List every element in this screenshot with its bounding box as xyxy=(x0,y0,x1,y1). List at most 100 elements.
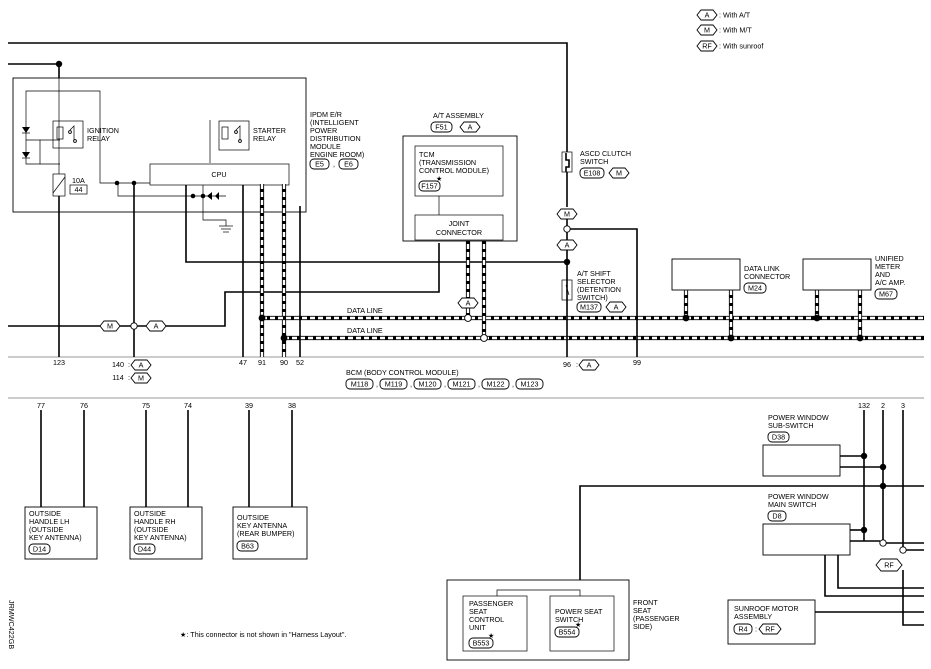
pin-96: 96 xyxy=(563,360,571,369)
connector-m67 xyxy=(874,288,898,300)
connector-d8: D8 xyxy=(772,512,781,521)
pin-2: 2 xyxy=(881,401,885,410)
svg-text::: : xyxy=(576,360,578,369)
tag-m xyxy=(99,320,121,332)
legend-tag-a-text: A xyxy=(705,11,710,20)
front-seat-label-1: FRONT xyxy=(633,598,658,607)
at-assembly-label: A/T ASSEMBLY xyxy=(433,111,484,120)
power-window-sub-switch: POWER WINDOW SUB-SWITCH D38 xyxy=(762,413,841,477)
legend-m-text: : With M/T xyxy=(719,26,752,35)
tcm-label-3: CONTROL MODULE) xyxy=(419,166,489,175)
svg-text:,: , xyxy=(444,380,446,389)
connector-note: ★: This connector is not shown in "Harne… xyxy=(180,630,346,639)
ipdm-label-3: POWER xyxy=(310,126,337,135)
pin-99: 99 xyxy=(633,358,641,367)
wire-top-bus xyxy=(8,42,568,152)
ascd-tag-text: M xyxy=(616,169,622,178)
meter-box xyxy=(802,258,872,291)
dlc-label-1: DATA LINK xyxy=(744,264,780,273)
legend-tag-rf-text: RF xyxy=(702,42,712,51)
ascd-clutch-switch: ASCD CLUTCH SWITCH E108 M xyxy=(561,149,631,179)
starter-relay-box xyxy=(218,120,250,151)
connector-e108 xyxy=(579,167,605,179)
tag-rf xyxy=(875,558,903,572)
front-seat-label-4: SIDE) xyxy=(633,622,652,631)
ascd-switch-icon xyxy=(561,151,573,173)
sunroof-label-2: ASSEMBLY xyxy=(734,612,772,621)
tag-m-right xyxy=(556,208,578,220)
ipdm-label-4: DISTRIBUTION xyxy=(310,134,361,143)
pw-main-label-1: POWER WINDOW xyxy=(768,492,829,501)
power-window-main-switch: POWER WINDOW MAIN SWITCH D8 xyxy=(762,492,851,556)
splice-point xyxy=(130,322,138,330)
starter-relay-label: STARTER xyxy=(253,126,286,135)
dlc-box xyxy=(671,258,741,291)
antenna-lh: OUTSIDE HANDLE LH (OUTSIDE KEY ANTENNA) … xyxy=(24,506,98,560)
antenna-lh-label-1: OUTSIDE xyxy=(29,509,61,518)
antenna-lh-label-4: KEY ANTENNA) xyxy=(29,533,82,542)
pin-114-tag: M xyxy=(138,374,144,383)
wire-99 xyxy=(570,228,638,357)
connector-f157-text: F157 xyxy=(421,182,437,191)
pw-sub-label-1: POWER WINDOW xyxy=(768,413,829,422)
connector-m122: M122 xyxy=(487,380,505,389)
joint-label-2: CONNECTOR xyxy=(436,228,482,237)
connector-e5 xyxy=(309,158,330,170)
tcm-label-1: TCM xyxy=(419,150,435,159)
meter-label-2: METER xyxy=(875,262,900,271)
ipdm-box xyxy=(12,77,307,213)
legend-rf-text: : With sunroof xyxy=(719,42,763,51)
power-seat-label-2: SWITCH xyxy=(555,615,583,624)
shift-tag-text: A xyxy=(614,303,619,312)
sunroof-motor: SUNROOF MOTOR ASSEMBLY R4 : RF xyxy=(727,599,816,645)
connector-m118: M118 xyxy=(351,380,368,389)
antenna-lh-label-3: (OUTSIDE xyxy=(29,525,64,534)
starter-relay-label-2: RELAY xyxy=(253,134,276,143)
pin-74: 74 xyxy=(184,401,192,410)
legend-tag-m-text: M xyxy=(704,26,710,35)
shift-switch-icon xyxy=(561,279,573,301)
pin-114: 114 xyxy=(112,373,123,382)
diode-icon xyxy=(22,127,30,133)
ignition-relay-label: IGNITION xyxy=(87,126,119,135)
joint-connector-box xyxy=(414,214,504,241)
tag-a-data xyxy=(457,297,479,309)
antenna-rh-label-2: HANDLE RH xyxy=(134,517,176,526)
diode-icon xyxy=(22,152,30,158)
passenger-unit-label-4: UNIT xyxy=(469,623,486,632)
legend-tag-a xyxy=(696,9,718,21)
passenger-unit-box xyxy=(462,595,528,652)
pin-91: 91 xyxy=(258,358,266,367)
data-lines: DATA LINE DATA LINE A xyxy=(258,184,924,357)
antenna-rh-label-3: (OUTSIDE xyxy=(134,525,169,534)
wire-top-2 xyxy=(8,63,60,78)
ignition-relay-label-2: RELAY xyxy=(87,134,110,143)
at-assembly: A/T ASSEMBLY F51 A TCM (TRANSMISSION CON… xyxy=(402,111,518,242)
joint-label-1: JOINT xyxy=(449,219,470,228)
junction-dot xyxy=(55,60,63,68)
pw-sub-label-2: SUB-SWITCH xyxy=(768,421,814,430)
meter-label-3: AND xyxy=(875,270,890,279)
relay-coil-icon xyxy=(221,126,229,140)
tcm-label-2: (TRANSMISSION xyxy=(419,158,476,167)
connector-m121: M121 xyxy=(453,380,471,389)
tag-a xyxy=(145,320,167,332)
connector-m67-text: M67 xyxy=(879,290,893,299)
bcm-pins-bottom: 77 76 75 74 39 38 132 2 3 xyxy=(37,401,905,410)
svg-text:,: , xyxy=(478,380,480,389)
antenna-rear-label-1: OUTSIDE xyxy=(237,513,269,522)
tag-a-right-text: A xyxy=(565,241,570,250)
data-line-label-2: DATA LINE xyxy=(347,326,383,335)
sunroof-label-1: SUNROOF MOTOR xyxy=(734,604,799,613)
connector-e5-text: E5 xyxy=(315,160,324,169)
antenna-rear-label-2: KEY ANTENNA xyxy=(237,521,287,530)
fuse-number: 44 xyxy=(75,185,83,194)
front-seat-label-2: SEAT xyxy=(633,606,652,615)
svg-text:★: ★ xyxy=(575,620,581,629)
pin-39: 39 xyxy=(245,401,253,410)
wire-seat xyxy=(579,485,924,596)
connector-f51 xyxy=(430,121,453,133)
tcm-box xyxy=(414,145,504,197)
tag-a-text: A xyxy=(154,322,159,331)
pw-main-label-2: MAIN SWITCH xyxy=(768,500,816,509)
